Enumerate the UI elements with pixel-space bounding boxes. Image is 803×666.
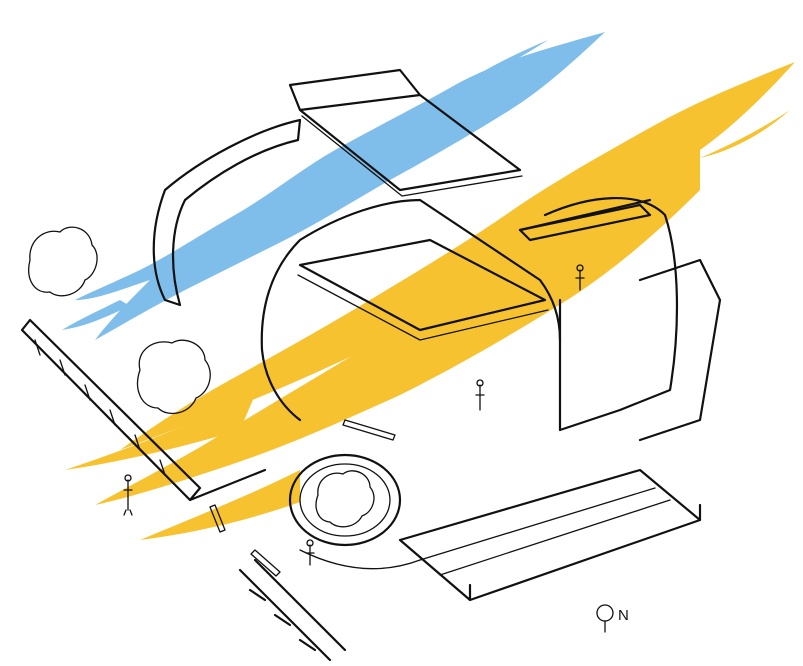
front-ramp	[238, 558, 347, 662]
main-roof-edge	[297, 274, 549, 341]
person-1	[123, 474, 133, 516]
left-terrace-rail	[34, 339, 166, 476]
people	[123, 264, 585, 566]
east-service-bar	[638, 258, 722, 442]
circular-courtyard	[288, 453, 402, 547]
trees	[28, 226, 375, 528]
person-2	[475, 379, 485, 411]
central-shell	[260, 198, 562, 422]
tree-courtyard	[315, 470, 375, 528]
north-arrow: N	[596, 604, 629, 633]
north-arrow-circle-icon	[596, 604, 614, 622]
person-4	[305, 539, 315, 566]
yellow-stroke-tail-bottom	[140, 470, 300, 540]
building-linework	[20, 68, 722, 662]
blue-stroke-flick-1	[470, 40, 548, 80]
main-roof-slab	[298, 238, 547, 332]
yellow-stroke-tail-left	[65, 395, 255, 470]
bench-1	[342, 419, 396, 441]
bench-3	[250, 549, 281, 577]
tree-west	[28, 226, 98, 297]
tree-center-left	[136, 339, 211, 415]
left-terrace-slab	[20, 318, 267, 502]
blue-stroke-main	[75, 32, 605, 340]
person-3	[575, 264, 585, 291]
upper-roof-slab	[288, 68, 522, 192]
podium-base	[398, 468, 702, 602]
east-canopy-beam	[518, 203, 652, 242]
upper-roof-edge	[301, 115, 523, 197]
circular-courtyard-inner	[299, 463, 391, 537]
blue-wind-brushstroke	[62, 32, 605, 340]
blue-stroke-flick-2	[62, 300, 130, 330]
northwest-arch-frame	[152, 118, 302, 307]
bench-2	[209, 504, 226, 533]
front-ramp-curve	[299, 549, 421, 570]
podium-steps	[419, 487, 671, 576]
yellow-sun-brushstroke	[65, 62, 795, 540]
yellow-stroke-upper	[120, 62, 795, 450]
north-label: N	[618, 607, 629, 624]
